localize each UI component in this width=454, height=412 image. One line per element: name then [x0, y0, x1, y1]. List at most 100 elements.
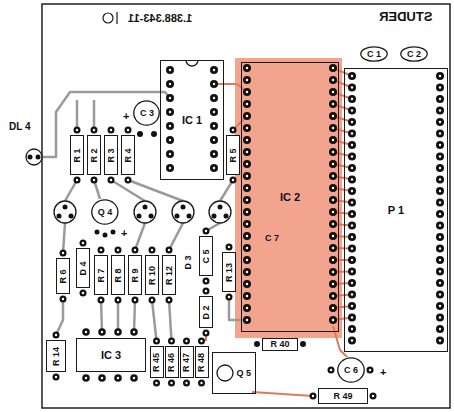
solder-pad	[243, 268, 251, 276]
solder-pad	[166, 164, 174, 172]
drill-hole	[246, 283, 248, 285]
solder-pad	[329, 268, 337, 276]
pcb-trace	[214, 84, 247, 92]
solder-pad	[98, 328, 106, 336]
drill-hole	[168, 249, 170, 251]
drill-hole	[351, 109, 353, 111]
solder-pad	[175, 214, 180, 219]
solder-pad	[348, 337, 356, 345]
component-outline: R 48	[195, 346, 209, 378]
drill-hole	[205, 280, 207, 282]
drill-hole	[439, 293, 441, 295]
drill-hole	[439, 259, 441, 261]
part-designator: R 46	[167, 351, 176, 372]
solder-pad	[91, 127, 98, 134]
pcb-trace	[63, 223, 65, 253]
solder-pad	[329, 304, 337, 312]
drill-hole	[439, 144, 441, 146]
solder-pad	[436, 72, 444, 80]
solder-pad	[132, 247, 139, 254]
part-designator: R 48	[197, 351, 206, 372]
solder-pad	[348, 268, 356, 276]
solder-pad	[348, 118, 356, 126]
solder-pad	[111, 230, 116, 235]
drill-hole	[100, 299, 102, 301]
solder-pad	[436, 199, 444, 207]
transistor-symbol	[134, 201, 156, 223]
drill-hole	[169, 125, 171, 127]
drill-hole	[151, 249, 153, 251]
drill-hole	[76, 129, 78, 131]
solder-pad	[436, 222, 444, 230]
solder-pad	[198, 380, 205, 387]
drill-hole	[246, 91, 248, 93]
solder-pad	[143, 205, 148, 210]
solder-pad	[436, 233, 444, 241]
drill-hole	[127, 129, 129, 131]
pcb-trace	[65, 180, 77, 201]
capacitor-outline: C 1	[360, 46, 388, 62]
solder-pad	[224, 214, 229, 219]
solder-pad	[108, 177, 115, 184]
solder-pad	[210, 150, 218, 158]
solder-pad	[243, 124, 251, 132]
solder-pad	[348, 95, 356, 103]
solder-pad	[348, 210, 356, 218]
solder-pad	[243, 292, 251, 300]
solder-pad	[168, 380, 175, 387]
drill-hole	[330, 369, 332, 371]
pcb-trace	[169, 223, 183, 250]
drill-hole	[351, 201, 353, 203]
solder-pad	[436, 210, 444, 218]
solder-pad	[63, 205, 68, 210]
drill-hole	[246, 175, 248, 177]
drill-hole	[213, 111, 215, 113]
solder-pad	[348, 187, 356, 195]
pcb-trace	[101, 300, 102, 332]
drill-hole	[246, 247, 248, 249]
solder-pad	[74, 177, 81, 184]
solder-pad	[210, 94, 218, 102]
part-designator: IC 3	[100, 350, 122, 361]
part-designator: D 4	[79, 260, 88, 276]
solder-pad	[114, 374, 122, 382]
solder-pad	[348, 141, 356, 149]
solder-pad	[329, 232, 337, 240]
part-designator: R 12	[165, 264, 174, 285]
drill-hole	[232, 129, 234, 131]
part-designator: R 3	[107, 147, 116, 163]
drill-hole	[246, 79, 248, 81]
solder-pad	[149, 247, 156, 254]
component-outline: R 3	[104, 135, 118, 175]
drill-hole	[213, 139, 215, 141]
drill-hole	[133, 377, 135, 379]
solder-pad	[60, 296, 67, 303]
component-outline: R 6	[56, 258, 70, 294]
drill-hole	[439, 270, 441, 272]
part-designator: R 8	[114, 267, 123, 283]
pcb-trace	[169, 300, 172, 341]
drill-hole	[76, 179, 78, 181]
pcb-trace	[333, 326, 348, 358]
part-designator: C 2	[406, 50, 422, 59]
drill-hole	[82, 242, 84, 244]
solder-pad	[218, 205, 223, 210]
part-designator: D 2	[202, 304, 211, 320]
drill-hole	[351, 144, 353, 146]
solder-pad	[328, 367, 335, 374]
solder-pad	[243, 232, 251, 240]
drill-hole	[351, 328, 353, 330]
solder-pad	[60, 250, 67, 257]
component-outline: R 2	[87, 135, 101, 175]
capacitor-body	[338, 358, 364, 382]
solder-pad	[125, 177, 132, 184]
drill-hole	[246, 199, 248, 201]
drill-hole	[62, 252, 64, 254]
drill-hole	[351, 293, 353, 295]
solder-pad	[329, 76, 337, 84]
drill-hole	[134, 299, 136, 301]
drill-hole	[439, 167, 441, 169]
drill-hole	[332, 151, 334, 153]
transistor-symbol	[217, 365, 233, 381]
